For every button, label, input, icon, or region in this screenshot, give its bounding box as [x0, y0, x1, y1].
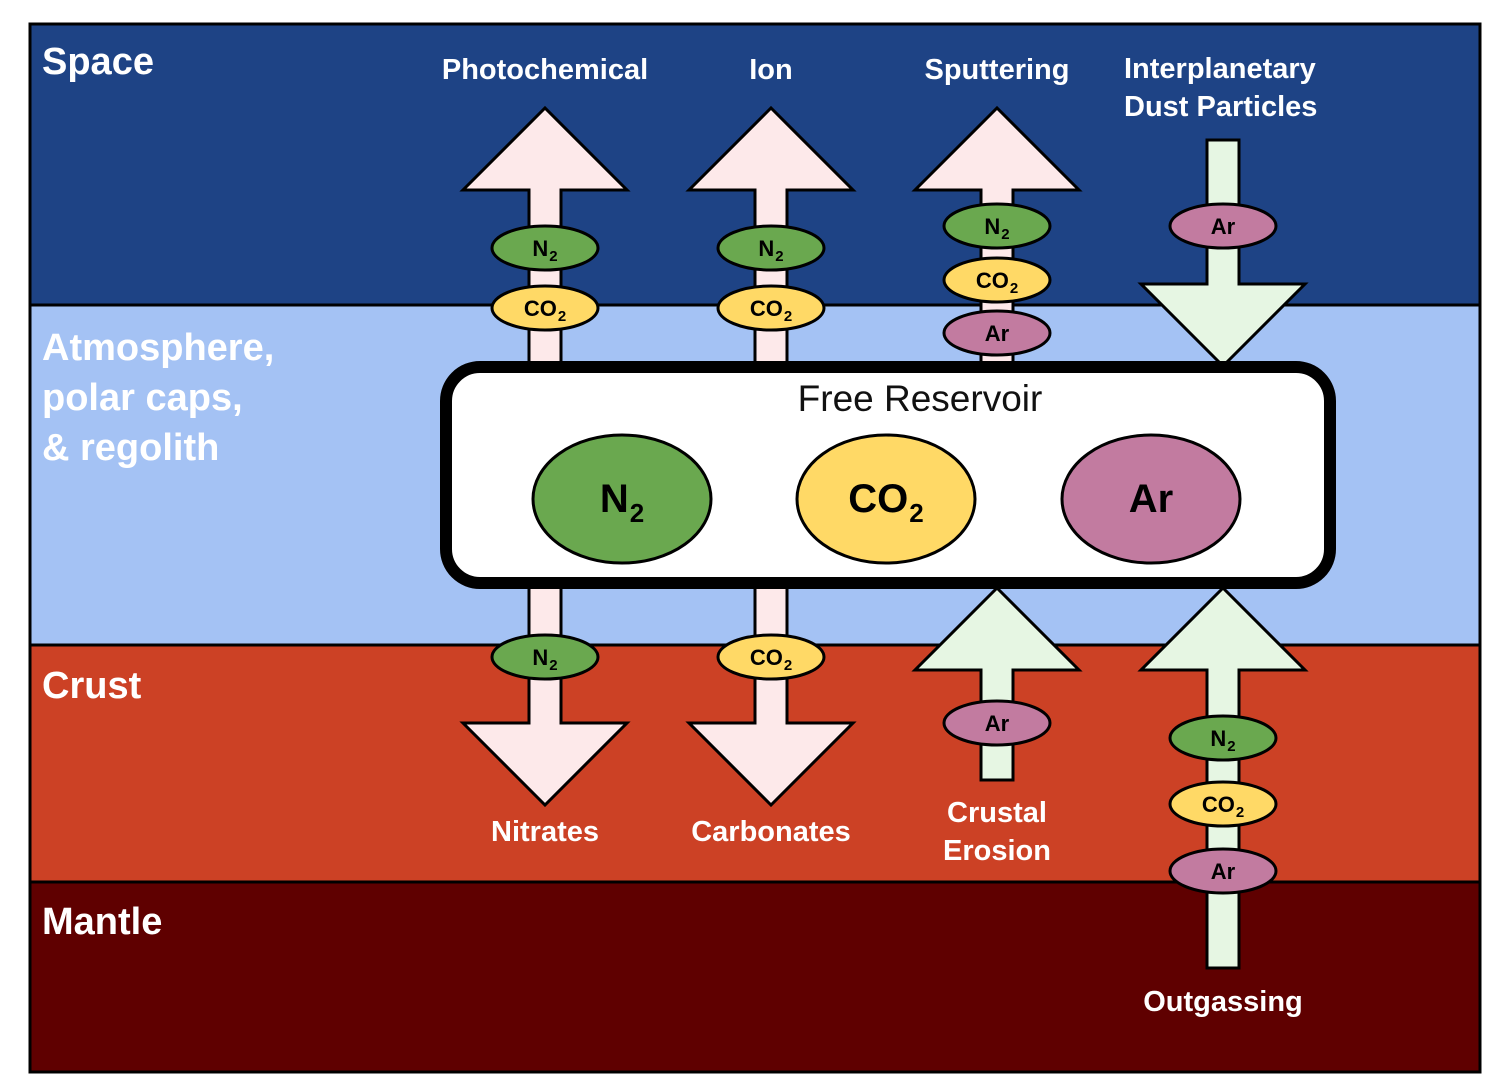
- process-label-outgassing: Outgassing: [1143, 986, 1303, 1018]
- badge-ion-n2: N2: [716, 224, 826, 272]
- badge-carbonates-co2: CO2: [716, 633, 826, 681]
- badge-ellipse: [1168, 780, 1278, 828]
- arrow-crustal-erosion: [911, 585, 1083, 782]
- reservoir-species-n2: N2: [531, 433, 713, 565]
- reservoir-species-ellipse: [531, 433, 713, 565]
- badge-ellipse: [490, 224, 600, 272]
- badge-ellipse: [942, 256, 1052, 304]
- badge-ellipse: [716, 633, 826, 681]
- species-formula: N2: [984, 214, 1009, 243]
- badge-ellipse: [716, 224, 826, 272]
- badge-ellipse: [942, 202, 1052, 250]
- species-formula: N2: [758, 236, 783, 265]
- badge-sputtering-n2: N2: [942, 202, 1052, 250]
- badge-ellipse: [1168, 714, 1278, 762]
- layer-label-atmosphere: Atmosphere, polar caps, & regolith: [42, 327, 275, 469]
- badge-ellipse: [942, 309, 1052, 357]
- arrow-interplanetary-dust-particles: [1137, 138, 1309, 369]
- reservoir-species-ar: Ar: [1060, 433, 1242, 565]
- species-formula: CO2: [750, 645, 792, 674]
- arrow-carbonates: [685, 578, 857, 808]
- badge-ellipse: [1168, 847, 1278, 895]
- species-formula: Ar: [985, 711, 1010, 736]
- arrow-outgassing: [1137, 585, 1309, 970]
- layer-label-mantle: Mantle: [42, 901, 163, 943]
- process-label-interplanetary-dust: Interplanetary Dust Particles: [1124, 53, 1318, 123]
- badge-nitrates-n2: N2: [490, 633, 600, 681]
- badge-interplanetary-dust-particles-ar: Ar: [1168, 202, 1278, 250]
- badge-ellipse: [490, 284, 600, 332]
- reservoir-species-formula: Ar: [1129, 477, 1173, 521]
- reservoir-species-ellipse: [1060, 433, 1242, 565]
- process-label-sputtering: Sputtering: [924, 54, 1070, 86]
- layer-label-crust: Crust: [42, 665, 142, 707]
- reservoir-title: Free Reservoir: [797, 378, 1043, 419]
- arrow-nitrates: [459, 578, 631, 808]
- badge-sputtering-co2: CO2: [942, 256, 1052, 304]
- species-formula: CO2: [976, 268, 1018, 297]
- species-formula: CO2: [750, 296, 792, 325]
- species-formula: N2: [532, 645, 557, 674]
- process-label-photochemical: Photochemical: [441, 54, 649, 86]
- badge-ellipse: [942, 699, 1052, 747]
- badge-ion-co2: CO2: [716, 284, 826, 332]
- badge-ellipse: [716, 284, 826, 332]
- species-formula: CO2: [1202, 792, 1244, 821]
- badge-sputtering-ar: Ar: [942, 309, 1052, 357]
- reservoir-species-ellipse: [795, 433, 977, 565]
- free-reservoir: N2 CO2 Ar: [440, 361, 1336, 589]
- badge-photochemical-co2: CO2: [490, 284, 600, 332]
- badge-crustal-erosion-ar: Ar: [942, 699, 1052, 747]
- process-label-crustal-erosion: Crustal Erosion: [943, 797, 1051, 867]
- reservoir-species-co2: CO2: [795, 433, 977, 565]
- species-formula: N2: [532, 236, 557, 265]
- badge-ellipse: [490, 633, 600, 681]
- species-formula: CO2: [524, 296, 566, 325]
- badge-ellipse: [1168, 202, 1278, 250]
- reservoir-species-formula: N2: [600, 477, 644, 528]
- process-label-nitrates: Nitrates: [491, 816, 599, 848]
- process-label-carbonates: Carbonates: [691, 816, 851, 848]
- species-formula: Ar: [985, 321, 1010, 346]
- badge-outgassing-n2: N2: [1168, 714, 1278, 762]
- layer-label-space: Space: [42, 41, 154, 83]
- badge-photochemical-n2: N2: [490, 224, 600, 272]
- badge-outgassing-ar: Ar: [1168, 847, 1278, 895]
- reservoir-species-formula: CO2: [848, 477, 923, 528]
- badge-outgassing-co2: CO2: [1168, 780, 1278, 828]
- species-formula: N2: [1210, 726, 1235, 755]
- species-formula: Ar: [1211, 859, 1236, 884]
- species-formula: Ar: [1211, 214, 1236, 239]
- layer-band-mantle: [28, 880, 1482, 1074]
- process-label-ion: Ion: [749, 54, 793, 86]
